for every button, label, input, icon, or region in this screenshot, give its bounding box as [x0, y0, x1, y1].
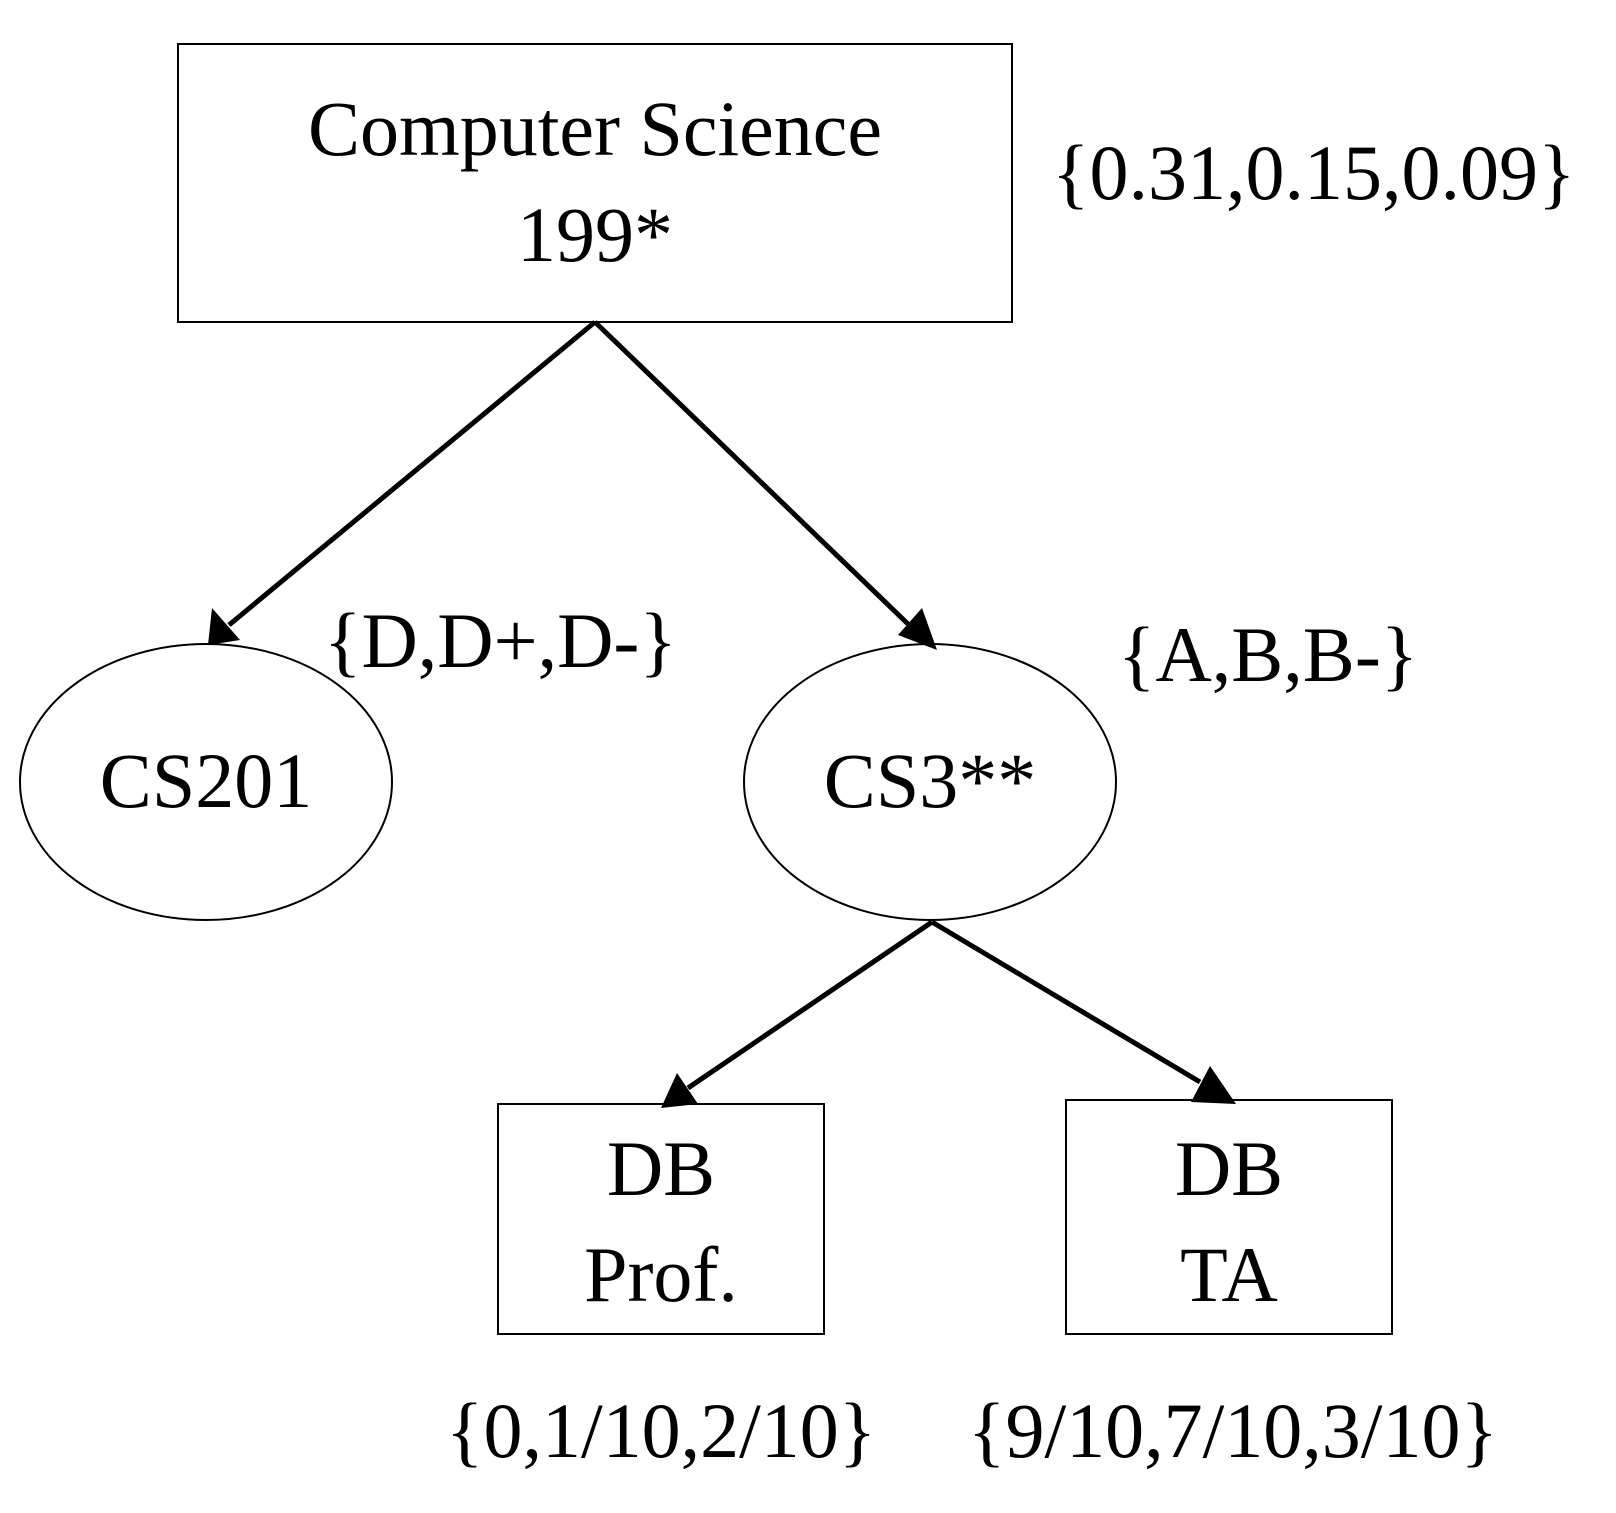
edge-root-to-cs3 — [593, 320, 910, 626]
edge-cs3-to-db-prof — [686, 919, 934, 1091]
db-prof-node-line1: DB — [606, 1125, 716, 1212]
arrowhead-cs201 — [208, 608, 240, 645]
cs201-node-ellipse — [19, 643, 393, 921]
edge-cs3-to-db-ta — [930, 919, 1202, 1085]
root-node-code: 199* — [517, 191, 673, 278]
db-prof-node-line2: Prof. — [584, 1231, 738, 1318]
cs3-node-annotation: {A,B,B-} — [1118, 611, 1419, 698]
edge-root-to-cs201 — [227, 320, 597, 627]
root-node-title: Computer Science — [308, 85, 882, 172]
cs201-node-label: CS201 — [99, 737, 313, 824]
root-node-annotation: {0.31,0.15,0.09} — [1052, 129, 1576, 216]
db-ta-node-annotation: {9/10,7/10,3/10} — [968, 1387, 1498, 1474]
arrowhead-db-ta — [1191, 1066, 1236, 1104]
cs201-node-annotation: {D,D+,D-} — [324, 597, 677, 684]
cs3-node-label: CS3** — [823, 737, 1037, 824]
arrowhead-cs3 — [898, 608, 937, 650]
db-ta-node-line1: DB — [1174, 1125, 1284, 1212]
arrowhead-db-prof — [661, 1073, 698, 1108]
db-ta-node-line2: TA — [1180, 1231, 1278, 1318]
db-prof-node-annotation: {0,1/10,2/10} — [446, 1387, 877, 1474]
db-prof-node-box — [497, 1103, 825, 1335]
